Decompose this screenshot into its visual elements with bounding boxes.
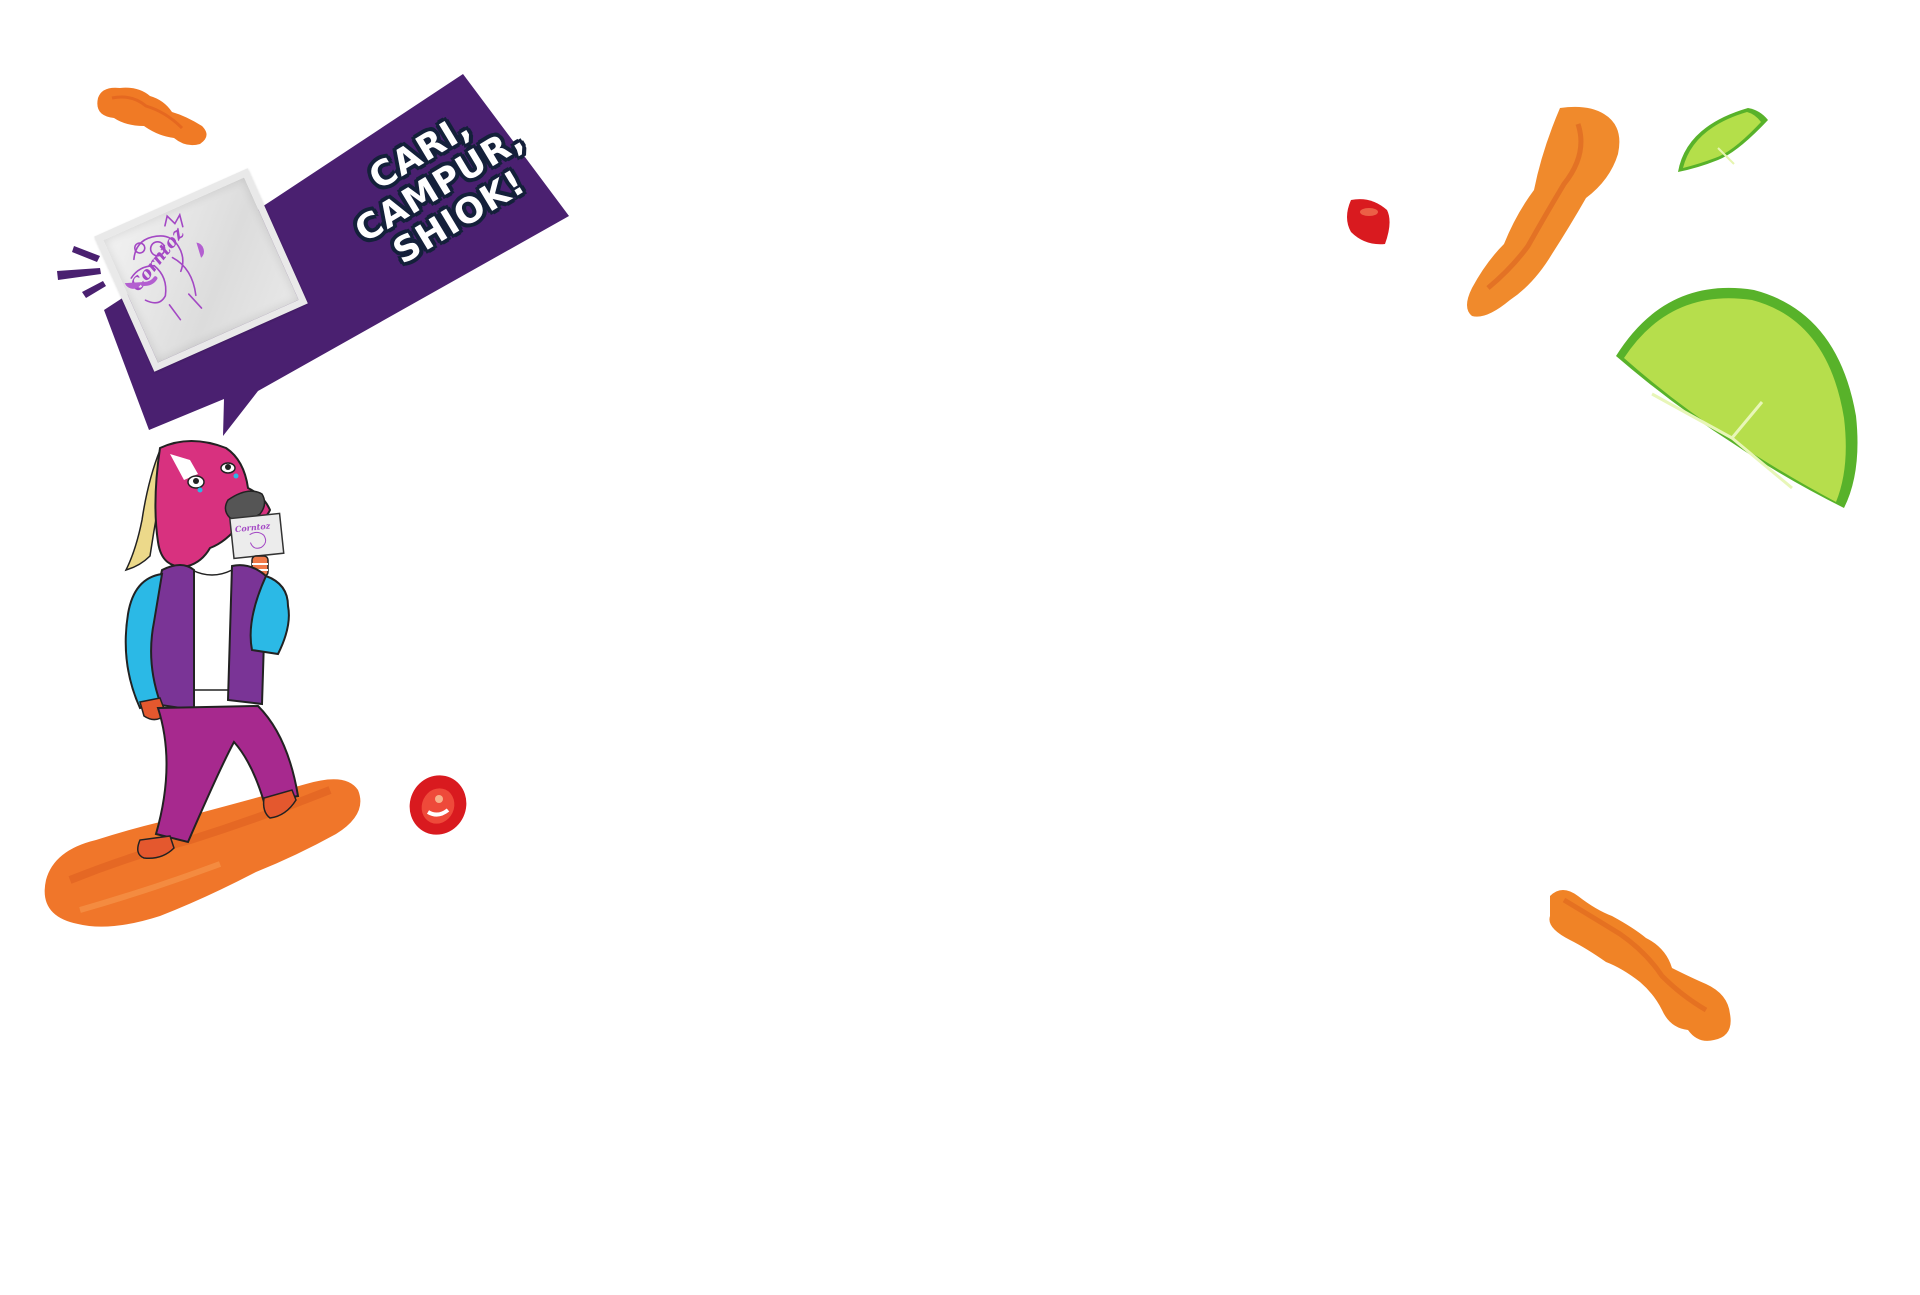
snack-puff-icon (1549, 890, 1731, 1041)
lime-wedge-icon (1616, 287, 1858, 508)
horse-mascot: Corntoz (124, 440, 300, 860)
burst-lines-icon (57, 246, 106, 298)
lime-wedge-icon (1678, 108, 1768, 172)
held-sachet: Corntoz (229, 512, 285, 560)
chili-slice-icon (1347, 199, 1390, 245)
seasoning-sachet: Corntoz (94, 168, 308, 372)
mascot-pants (154, 704, 300, 844)
held-sachet-brand: Corntoz (234, 520, 271, 534)
chili-ring-icon (409, 775, 467, 835)
speech-bubble-body (104, 74, 569, 436)
snack-puff-icon (1467, 106, 1620, 317)
speech-bubble-shape (57, 74, 569, 436)
sachet-illustration-icon (124, 212, 204, 321)
promo-banner: Corntoz CARI, CAMPUR, SHIOK! (0, 0, 620, 460)
mascot-sleeve-left (124, 572, 164, 710)
mascot-sleeve-right (249, 574, 290, 656)
snack-puff-icon (97, 87, 207, 146)
